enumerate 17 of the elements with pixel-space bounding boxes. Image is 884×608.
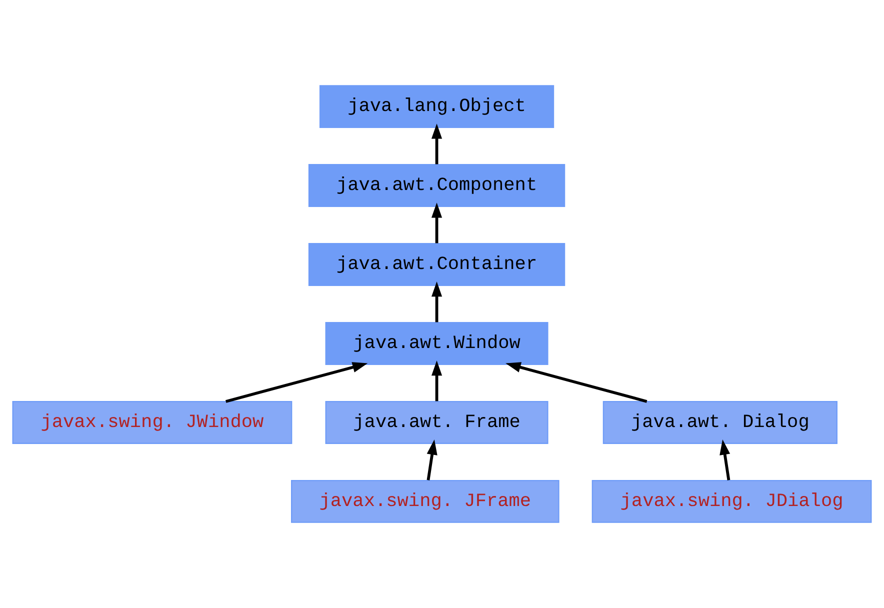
- node-box: javax.swing. JDialog: [592, 480, 872, 523]
- arrow: [720, 440, 730, 480]
- node-box: java.lang.Object: [319, 85, 554, 128]
- node-box: java.awt.Window: [325, 322, 548, 365]
- node-box: javax.swing. JWindow: [12, 400, 292, 444]
- arrow: [431, 202, 442, 244]
- node-box: java.awt.Component: [308, 164, 566, 208]
- arrow: [426, 440, 438, 480]
- arrow: [225, 362, 368, 403]
- arrow: [431, 282, 442, 322]
- arrow: [431, 124, 442, 164]
- arrow: [506, 362, 648, 403]
- node-box: javax.swing. JFrame: [291, 480, 560, 523]
- node-box: java.awt. Dialog: [602, 400, 838, 444]
- node-box: java.awt. Frame: [325, 400, 548, 444]
- arrow: [431, 360, 442, 402]
- node-box: java.awt.Container: [308, 243, 566, 286]
